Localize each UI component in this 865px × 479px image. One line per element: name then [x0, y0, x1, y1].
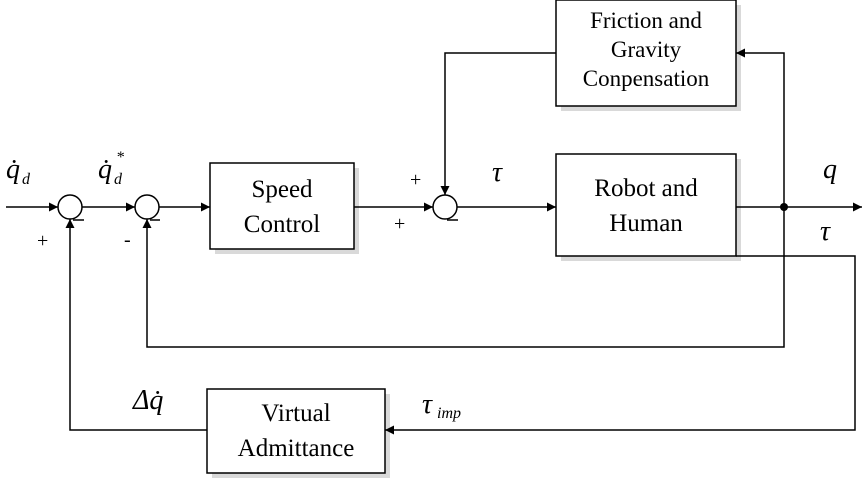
- robot-human-block: Robot and Human: [555, 153, 741, 261]
- admittance-block-line-2: Admittance: [238, 435, 355, 462]
- label-tau-output: τ: [820, 216, 831, 247]
- label-tau-imp: τ imp: [422, 389, 461, 422]
- friction-block-line-1: Friction and: [590, 8, 702, 33]
- sign-sum1-left: +: [37, 230, 48, 252]
- friction-block-line-2: Gravity: [611, 37, 682, 62]
- summing-junction-2: [134, 194, 160, 220]
- friction-gravity-compensation-block: Friction and Gravity Conpensation: [555, 0, 741, 111]
- tau-imp-base: τ: [422, 389, 433, 420]
- virtual-admittance-block: Virtual Admittance: [206, 388, 390, 478]
- label-qd-star: q̇ d *: [98, 149, 124, 188]
- label-q-output: q: [823, 154, 837, 185]
- sign-sum2-bottom: -: [124, 229, 131, 251]
- tau-imp-sub: imp: [437, 405, 461, 422]
- wire-speed-feedback: [142, 207, 785, 348]
- summing-junction-1: [57, 194, 83, 220]
- admittance-block-line-1: Virtual: [261, 400, 330, 427]
- qd-star-sub: d: [114, 171, 123, 188]
- robot-block-line-2: Human: [609, 210, 683, 237]
- label-qd-dot: q̇ d: [6, 154, 31, 188]
- sign-sum3-top: +: [410, 169, 421, 191]
- robot-block-line-1: Robot and: [594, 175, 698, 202]
- friction-block-line-3: Conpensation: [583, 66, 710, 91]
- qd-dot-base: q̇: [6, 154, 20, 185]
- speed-block-line-2: Control: [244, 211, 320, 238]
- qd-dot-sub: d: [22, 171, 31, 188]
- speed-block-line-1: Speed: [251, 176, 313, 203]
- wire-friction-to-sum3: [440, 52, 556, 195]
- wire-admittance-to-sum1: [65, 219, 207, 431]
- qd-star-sup: *: [116, 149, 124, 166]
- qd-star-base: q̇: [98, 154, 112, 185]
- label-delta-q: Δq̇: [132, 385, 163, 416]
- label-tau: τ: [492, 157, 503, 188]
- speed-control-block: Speed Control: [209, 162, 359, 254]
- wire-tau-to-admittance: [385, 255, 856, 435]
- summing-junction-3: [432, 194, 458, 220]
- wire-q-to-friction: [736, 48, 785, 207]
- sign-sum3-bottom: +: [394, 213, 405, 235]
